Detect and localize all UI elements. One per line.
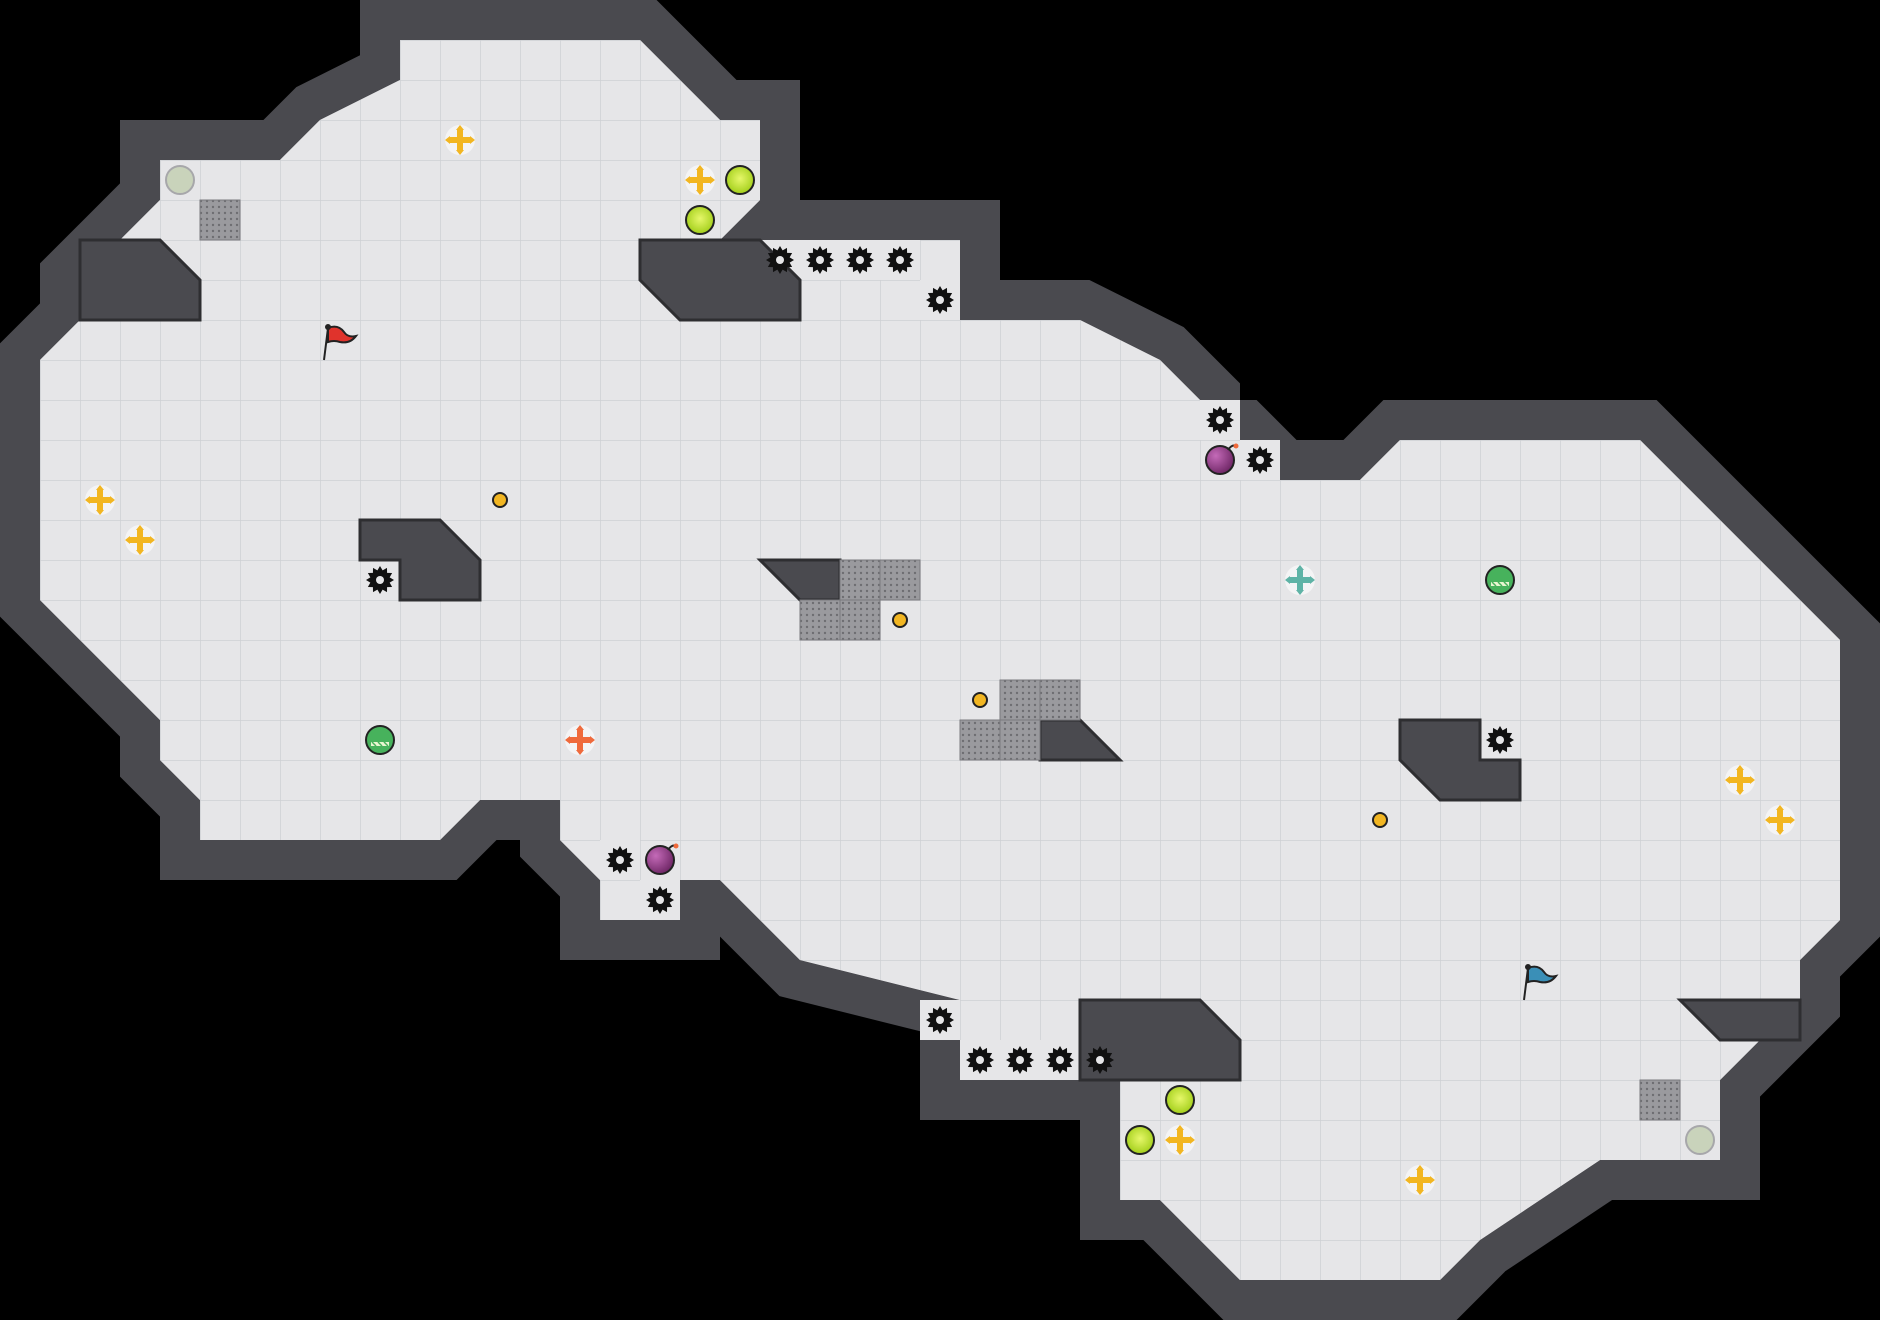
boost-cross-icon <box>1405 1165 1435 1195</box>
grate-tile-icon <box>1039 679 1081 721</box>
spiked-saw-icon <box>1086 1046 1114 1074</box>
wall-block <box>1676 998 1802 1042</box>
coin-icon <box>492 492 508 508</box>
red-flag-icon <box>323 324 359 361</box>
spiked-saw-icon <box>806 246 834 274</box>
wall-block <box>638 238 802 322</box>
slime-orb-icon <box>685 205 715 235</box>
slime-orb-icon <box>1165 1085 1195 1115</box>
spiked-saw-icon <box>1006 1046 1034 1074</box>
spiked-saw-icon <box>366 566 394 594</box>
boost-cross-icon <box>1165 1125 1195 1155</box>
spiked-saw-icon <box>846 246 874 274</box>
spiked-saw-icon <box>966 1046 994 1074</box>
coin-icon <box>892 612 908 628</box>
coin-icon <box>972 692 988 708</box>
spiked-saw-icon <box>1246 446 1274 474</box>
spiked-saw-icon <box>646 886 674 914</box>
grate-tile-icon <box>999 679 1041 721</box>
grate-tile-icon <box>999 719 1041 761</box>
spawn-marker-icon <box>1685 1125 1715 1155</box>
speed-pad-icon <box>365 725 395 755</box>
grate-tile-icon <box>839 599 881 641</box>
wall-block <box>78 238 202 322</box>
grate-tile-icon <box>1639 1079 1681 1121</box>
floor-grid <box>40 40 1840 1280</box>
boost-cross-icon <box>125 525 155 555</box>
slime-orb-icon <box>1125 1125 1155 1155</box>
boost-cross-icon <box>565 725 595 755</box>
boost-cross-icon <box>1765 805 1795 835</box>
boost-cross-icon <box>85 485 115 515</box>
wall-block <box>1078 998 1242 1082</box>
grate-tile-icon <box>879 559 921 601</box>
grate-tile-icon <box>959 719 1001 761</box>
slime-orb-icon <box>725 165 755 195</box>
boost-cross-icon <box>445 125 475 155</box>
spiked-saw-icon <box>1486 726 1514 754</box>
coin-icon <box>1372 812 1388 828</box>
spiked-saw-icon <box>886 246 914 274</box>
obstacles-layer <box>78 199 1802 1121</box>
boost-cross-icon <box>1725 765 1755 795</box>
spiked-saw-icon <box>606 846 634 874</box>
boost-cross-icon <box>685 165 715 195</box>
spiked-saw-icon <box>1046 1046 1074 1074</box>
wall-block <box>358 518 482 602</box>
wall-block <box>1398 718 1522 802</box>
grate-tile-icon <box>199 199 241 241</box>
speed-pad-icon <box>1485 565 1515 595</box>
spiked-saw-icon <box>926 1006 954 1034</box>
spiked-saw-icon <box>926 286 954 314</box>
boost-cross-icon <box>1285 565 1315 595</box>
bomb-icon <box>645 843 679 875</box>
blue-flag-icon <box>1523 964 1559 1001</box>
grate-tile-icon <box>799 599 841 641</box>
bomb-icon <box>1205 443 1239 475</box>
grate-tile-icon <box>839 559 881 601</box>
spiked-saw-icon <box>1206 406 1234 434</box>
spiked-saw-icon <box>766 246 794 274</box>
items-layer <box>85 125 1795 1195</box>
spawn-marker-icon <box>165 165 195 195</box>
